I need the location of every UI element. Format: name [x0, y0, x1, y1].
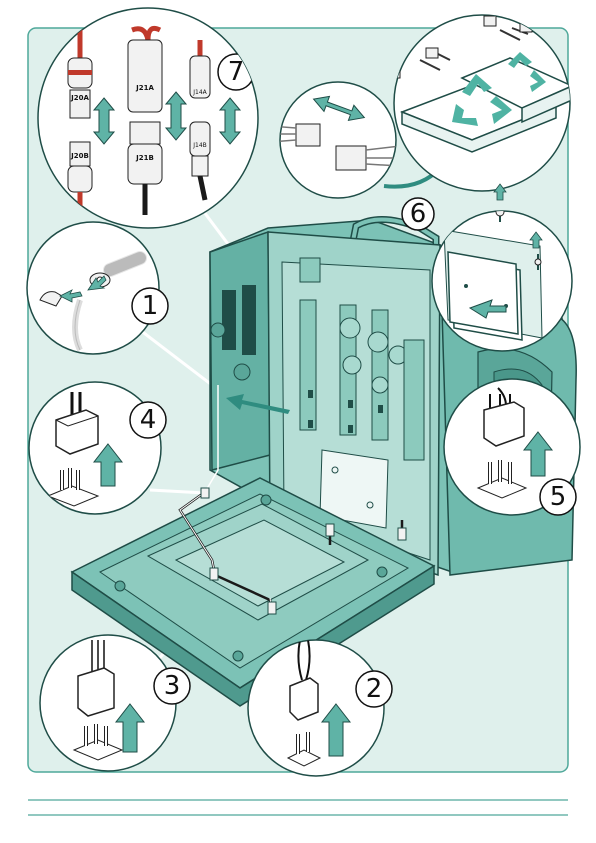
recycle-icon	[452, 52, 546, 126]
step-number-4: 4	[140, 405, 157, 435]
arrow-up-icon	[114, 703, 146, 753]
arrow-up-icon	[92, 443, 124, 487]
double-arrow-icon	[92, 91, 242, 145]
arrow-up-icon	[522, 431, 554, 477]
callout-5: 5	[443, 378, 581, 516]
arrow-up-icon	[529, 231, 543, 249]
callout-4: 4	[28, 381, 167, 515]
callout-1: 1	[26, 221, 169, 355]
arrow-up-icon	[320, 703, 352, 757]
arrow-up-icon	[493, 183, 507, 201]
double-arrow-icon	[312, 95, 366, 121]
step-number-7: 7	[228, 57, 245, 87]
callout-6: 6	[401, 197, 573, 352]
callout-connector-detail	[279, 81, 397, 199]
callout-2: 2	[247, 639, 393, 777]
step-number-3: 3	[164, 671, 181, 701]
step-number-6: 6	[410, 199, 427, 229]
label-j20a: J20A	[70, 94, 89, 102]
label-j20b: J20B	[70, 152, 89, 160]
label-j21a: J21A	[135, 84, 154, 92]
callout-7: J20A J20B J21A J21B J14A J14B	[37, 7, 259, 229]
step-number-1: 1	[142, 291, 159, 321]
step-number-2: 2	[366, 674, 383, 704]
step-number-5: 5	[550, 482, 567, 512]
label-j14a: J14A	[192, 89, 207, 96]
callout-3: 3	[39, 634, 191, 772]
label-j21b: J21B	[135, 154, 154, 162]
callout-recycle	[393, 14, 571, 192]
label-j14b: J14B	[192, 142, 207, 149]
